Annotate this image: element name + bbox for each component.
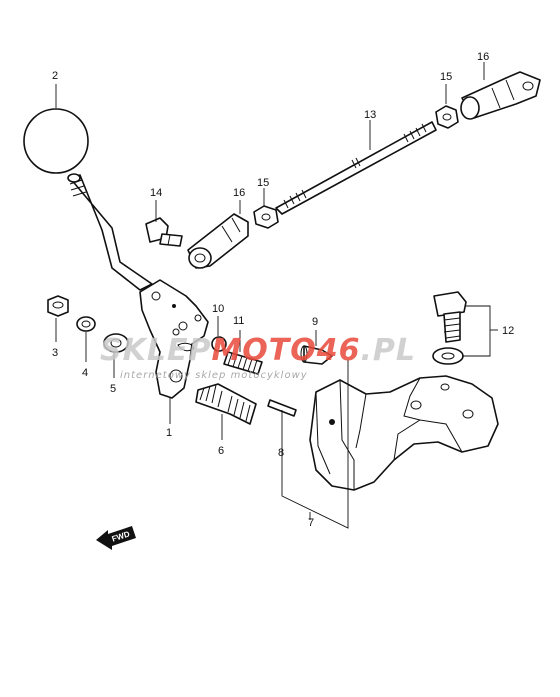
shoulder-bolt-14 <box>145 217 183 247</box>
lock-nut-15-left <box>253 205 279 229</box>
shift-link-rod <box>275 121 437 215</box>
callout-6: 6 <box>218 445 224 457</box>
dowel-pin-8 <box>267 399 297 417</box>
hex-nut-3 <box>47 295 69 317</box>
lock-nut-15-right <box>435 105 459 129</box>
callout-9: 9 <box>312 316 318 328</box>
mounting-bolt-12 <box>433 291 467 343</box>
callout-5: 5 <box>110 383 116 395</box>
callout-10: 10 <box>212 303 224 315</box>
shift-knob-ball <box>23 108 89 174</box>
watermark-tagline: internetowy sklep motocyklowy <box>120 370 308 381</box>
callout-14: 14 <box>150 187 162 199</box>
callout-1: 1 <box>166 427 172 439</box>
callout-16-right: 16 <box>477 51 489 63</box>
rod-end-joint-left <box>187 213 249 269</box>
callout-12: 12 <box>502 325 514 337</box>
callout-11: 11 <box>233 315 244 327</box>
callout-2: 2 <box>52 70 58 82</box>
threaded-stud-6 <box>195 383 257 425</box>
watermark: SKLEPMOTO46.PL internetowy sklep motocyk… <box>100 333 416 381</box>
flat-washer-5 <box>103 333 129 353</box>
shift-bracket-housing <box>309 375 499 491</box>
detent-plunger-9 <box>300 345 333 365</box>
detent-ball-10 <box>211 336 227 352</box>
callout-16-left: 16 <box>233 187 245 199</box>
callout-15-right: 15 <box>440 71 452 83</box>
shift-arm-plate <box>139 279 209 399</box>
callout-15-left: 15 <box>257 177 269 189</box>
forward-direction-badge: FWD <box>96 526 136 550</box>
lock-washer-4 <box>76 316 96 332</box>
watermark-brand-part1: SKLEP <box>100 333 211 368</box>
detent-spring-11 <box>223 351 263 375</box>
callout-4: 4 <box>82 367 88 379</box>
rod-end-joint-right <box>460 71 541 120</box>
mounting-washer-12 <box>432 347 464 365</box>
callout-3: 3 <box>52 347 58 359</box>
callout-13: 13 <box>364 109 376 121</box>
forward-arrow-icon <box>96 526 136 550</box>
shift-lever-rod <box>67 173 153 291</box>
callout-7: 7 <box>308 517 314 529</box>
watermark-brand-part3: .PL <box>361 333 417 368</box>
watermark-brand-part2: MOTO46 <box>211 333 360 368</box>
leader-lines <box>55 62 498 529</box>
callout-8: 8 <box>278 447 284 459</box>
callout-labels: 2 3 4 5 1 6 10 11 9 8 7 12 13 14 16 15 1… <box>52 51 514 529</box>
watermark-brand: SKLEPMOTO46.PL <box>100 333 416 368</box>
